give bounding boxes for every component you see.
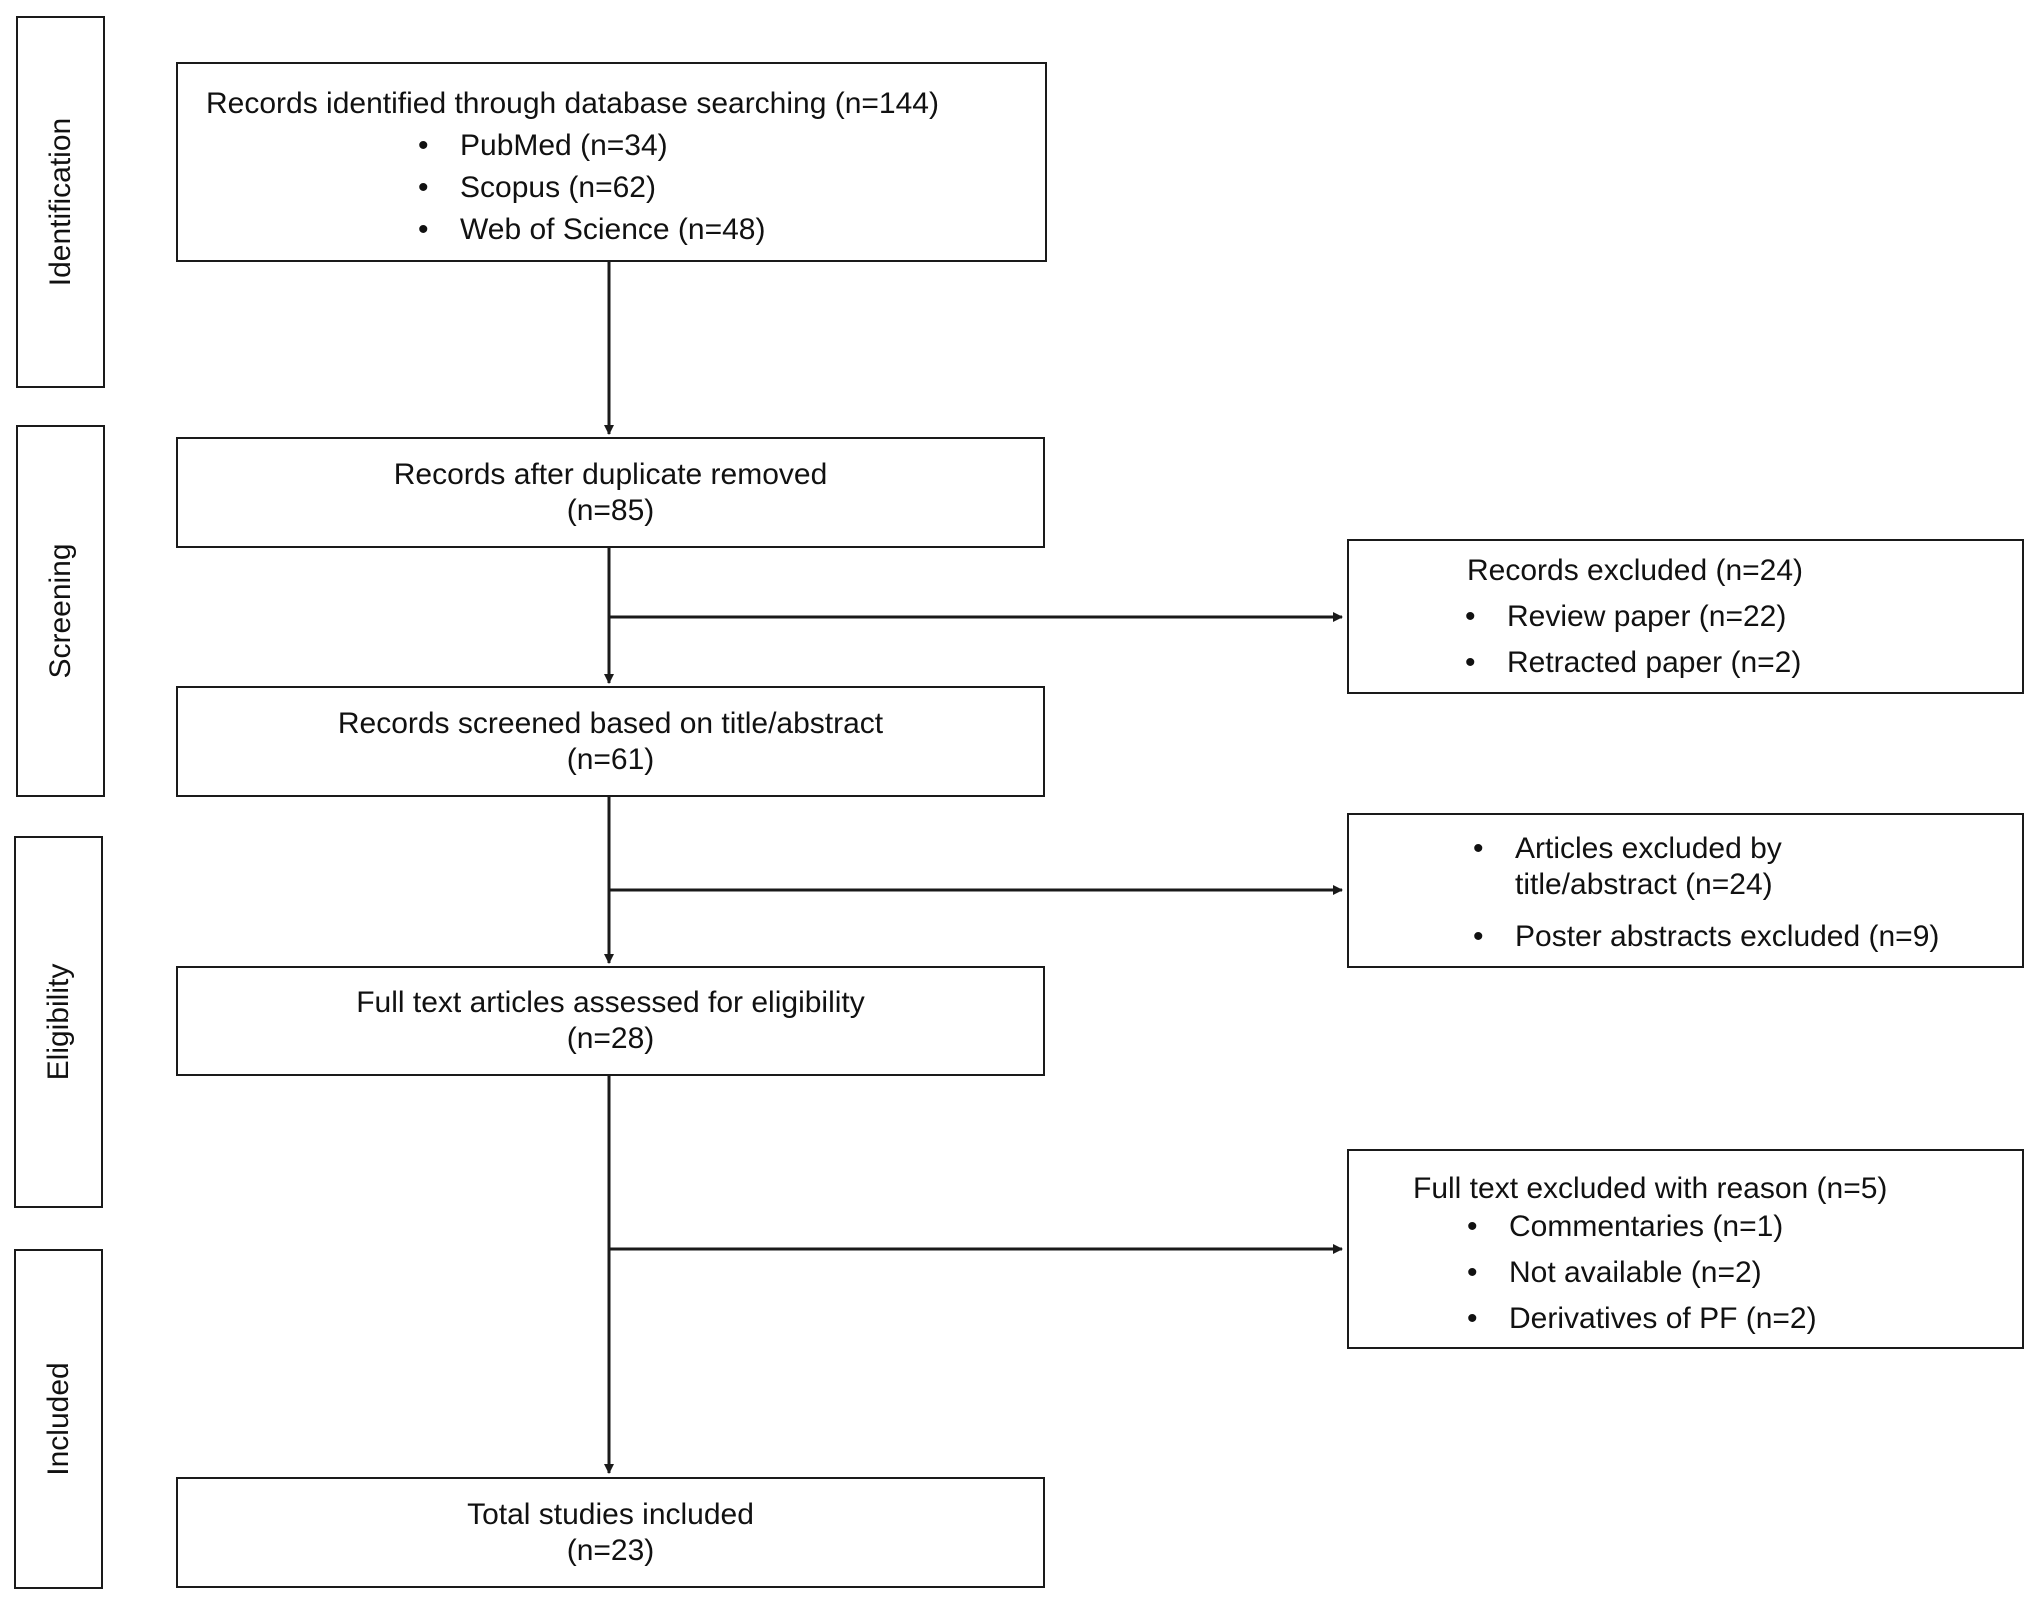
screened-label: Records screened based on title/abstract (337, 706, 884, 740)
stage-screening: Screening (16, 425, 105, 797)
stage-identification: Identification (16, 16, 105, 388)
stage-eligibility: Eligibility (14, 836, 103, 1208)
total-included-label: Total studies included (467, 1497, 754, 1531)
list-item: PubMed (n=34) (418, 128, 765, 164)
articles-excluded-box: Articles excluded by title/abstract (n=2… (1347, 813, 2024, 968)
articles-excluded-line1: Articles excluded by (1515, 832, 1782, 865)
list-item: Derivatives of PF (n=2) (1467, 1301, 1817, 1337)
articles-excluded-list: Articles excluded by title/abstract (n=2… (1473, 831, 1939, 955)
duplicates-removed-box: Records after duplicate removed (n=85) (176, 437, 1045, 548)
list-item: Scopus (n=62) (418, 170, 765, 206)
full-text-box: Full text articles assessed for eligibil… (176, 966, 1045, 1076)
stage-included: Included (14, 1249, 103, 1589)
stage-eligibility-label: Eligibility (41, 963, 75, 1081)
stage-screening-label: Screening (43, 543, 77, 679)
list-item: Web of Science (n=48) (418, 212, 766, 248)
list-item: Articles excluded by title/abstract (n=2… (1473, 831, 1939, 903)
identified-box: Records identified through database sear… (176, 62, 1047, 262)
identified-title: Records identified through database sear… (206, 87, 939, 120)
records-excluded-box: Records excluded (n=24) Review paper (n=… (1347, 539, 2024, 694)
full-text-excluded-list: Commentaries (n=1) Not available (n=2) D… (1467, 1209, 1817, 1337)
records-excluded-list: Review paper (n=22) Retracted paper (n=2… (1465, 599, 1801, 681)
list-item: Retracted paper (n=2) (1465, 645, 1801, 681)
total-included-box: Total studies included (n=23) (176, 1477, 1045, 1588)
duplicates-removed-label: Records after duplicate removed (393, 457, 828, 491)
total-included-count: (n=23) (566, 1533, 655, 1567)
articles-excluded-line2: title/abstract (n=24) (1515, 868, 1773, 901)
stage-included-label: Included (41, 1362, 75, 1476)
screened-count: (n=61) (566, 742, 655, 776)
duplicates-removed-count: (n=85) (566, 493, 655, 527)
records-excluded-title: Records excluded (n=24) (1467, 554, 1804, 587)
full-text-excluded-title: Full text excluded with reason (n=5) (1413, 1172, 1888, 1205)
list-item: Not available (n=2) (1467, 1255, 1817, 1291)
list-item: Commentaries (n=1) (1467, 1209, 1817, 1245)
identified-list: PubMed (n=34) Scopus (n=62) Web of Scien… (418, 128, 766, 248)
screened-box: Records screened based on title/abstract… (176, 686, 1045, 797)
list-item: Poster abstracts excluded (n=9) (1473, 919, 1939, 955)
stage-identification-label: Identification (43, 117, 77, 287)
full-text-label: Full text articles assessed for eligibil… (356, 986, 865, 1019)
full-text-count: (n=28) (566, 1022, 655, 1055)
list-item: Review paper (n=22) (1465, 599, 1801, 635)
full-text-excluded-box: Full text excluded with reason (n=5) Com… (1347, 1149, 2024, 1349)
